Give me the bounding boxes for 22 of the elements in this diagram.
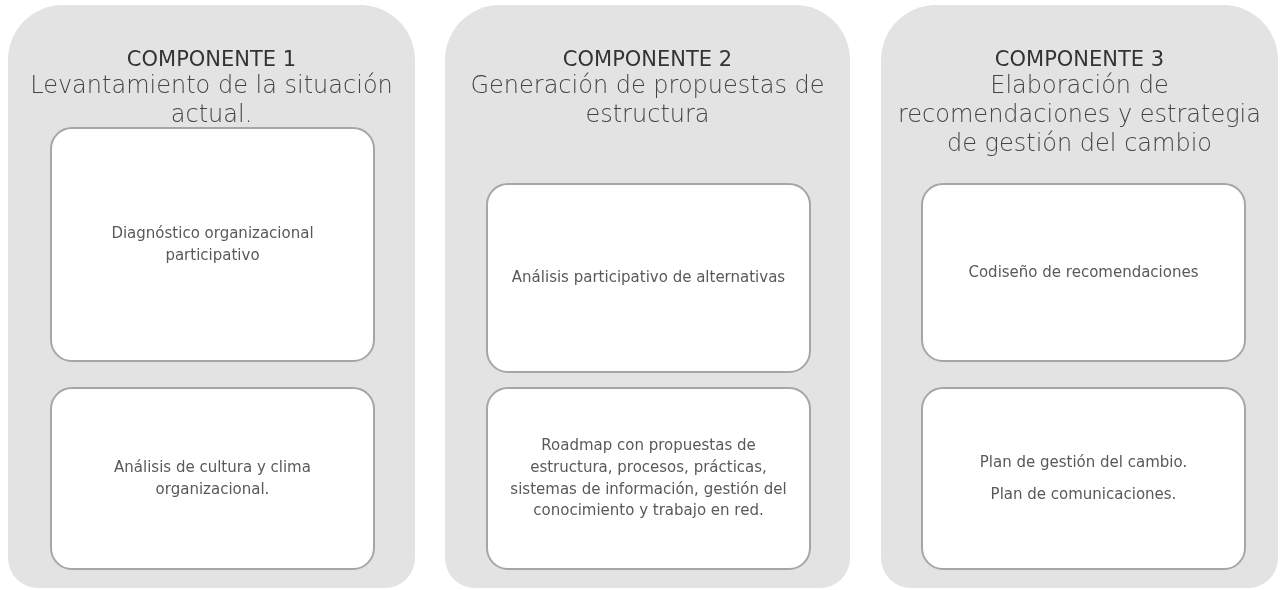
activity-box [50, 387, 375, 570]
component-heading: COMPONENTE 2 [562, 47, 733, 71]
activity-text: Plan de gestión del cambio. [979, 451, 1188, 473]
activity-text: Codiseño de recomendaciones [968, 261, 1199, 283]
activity-text: Análisis de cultura y clima organizacional. [113, 456, 312, 500]
activity-text: Plan de comunicaciones. [990, 483, 1177, 505]
activity-box [921, 183, 1246, 362]
activity-box [921, 387, 1246, 570]
component-heading: COMPONENTE 3 [994, 47, 1165, 71]
activity-text: Roadmap con propuestas de estructura, procesos, prácticas, sistemas de información, gestión del conocimiento y trabajo en red. [509, 435, 788, 522]
component-panel [881, 5, 1278, 588]
activity-text: Diagnóstico organizacional participativo [110, 222, 315, 266]
activity-box [50, 127, 375, 362]
component-panel [445, 5, 850, 588]
activity-box [486, 183, 811, 373]
component-heading: COMPONENTE 1 [126, 47, 297, 71]
component-title: Elaboración de recomendaciones y estrategia de gestión del cambio [897, 71, 1262, 158]
component-title: Generación de propuestas de estructura [469, 71, 826, 129]
activity-box [486, 387, 811, 570]
component-title: Levantamiento de la situación actual. [29, 71, 394, 129]
component-panel [8, 5, 415, 588]
activity-text: Análisis participativo de alternativas [511, 267, 786, 289]
